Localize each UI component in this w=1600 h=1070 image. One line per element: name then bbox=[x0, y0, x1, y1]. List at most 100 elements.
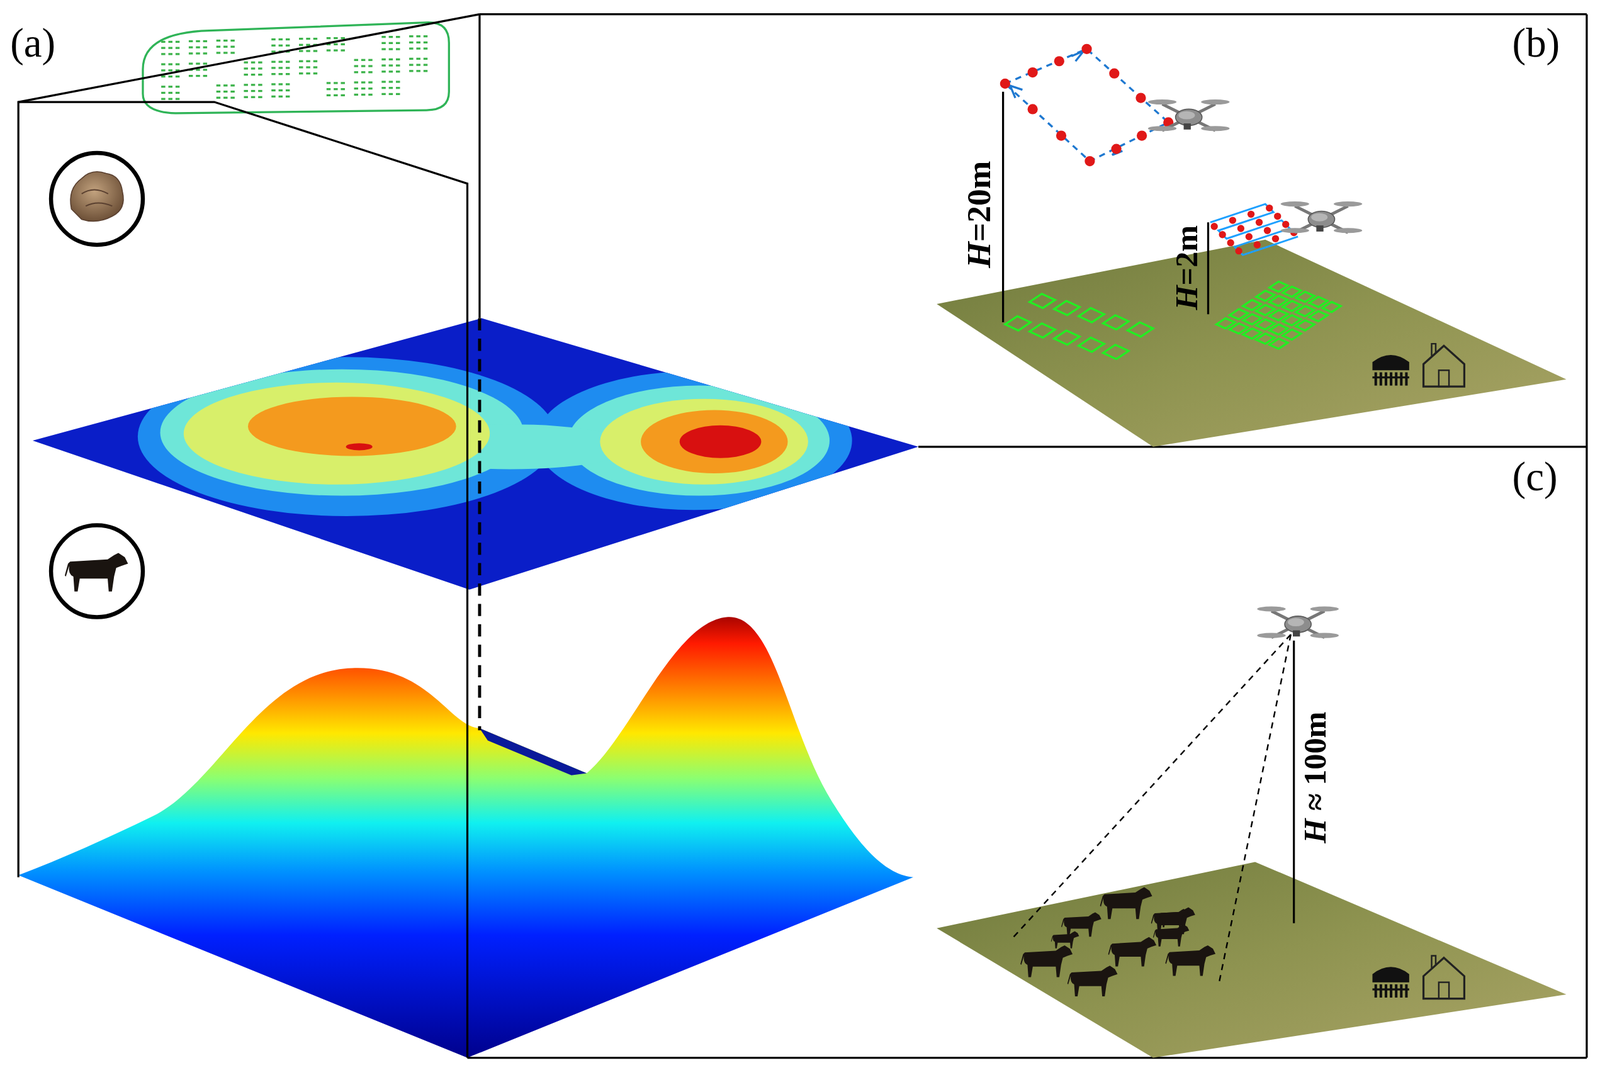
ground-b bbox=[936, 239, 1567, 447]
sample-point bbox=[285, 61, 290, 63]
fence bbox=[1399, 372, 1403, 386]
contour-plane bbox=[137, 356, 853, 517]
quadrat bbox=[1322, 302, 1341, 313]
sample-point bbox=[298, 60, 303, 63]
contour-plane bbox=[247, 396, 457, 456]
sample-point bbox=[361, 81, 366, 84]
fence bbox=[1374, 984, 1378, 998]
sample-point bbox=[175, 47, 180, 50]
sample-point bbox=[416, 63, 420, 66]
sample-point bbox=[313, 37, 318, 40]
sample-point bbox=[271, 44, 276, 47]
sample-point bbox=[305, 37, 310, 40]
waypoint bbox=[1234, 247, 1242, 255]
frame-lines bbox=[18, 101, 468, 1058]
flight-path-high bbox=[1110, 144, 1122, 155]
sample-point bbox=[409, 69, 413, 72]
farm-icons bbox=[1372, 343, 1465, 387]
sample-point bbox=[271, 95, 276, 98]
door bbox=[1438, 982, 1449, 999]
sample-point bbox=[278, 38, 283, 41]
sample-point bbox=[381, 47, 386, 50]
flight-path-high bbox=[1002, 91, 1004, 323]
contour-plane bbox=[679, 425, 762, 459]
sample-point bbox=[340, 81, 345, 84]
quadrat bbox=[1282, 329, 1302, 340]
sample-point bbox=[168, 98, 172, 101]
quadrat bbox=[1078, 337, 1105, 352]
sample-point bbox=[223, 39, 228, 42]
field-outline bbox=[142, 22, 449, 114]
sample-point bbox=[285, 73, 290, 75]
sample-point bbox=[423, 63, 428, 66]
sample-point bbox=[223, 45, 228, 48]
fence bbox=[1394, 984, 1398, 998]
flight-path-high bbox=[1027, 103, 1038, 114]
waypoint bbox=[1273, 212, 1281, 220]
sample-point bbox=[423, 35, 428, 38]
quadrat bbox=[1102, 315, 1129, 330]
sample-point bbox=[258, 96, 262, 99]
waypoint bbox=[1229, 216, 1237, 224]
cow bbox=[1165, 945, 1216, 977]
sample-point bbox=[223, 51, 228, 54]
sample-point bbox=[395, 64, 400, 67]
sample-point bbox=[230, 90, 235, 93]
sample-point bbox=[195, 40, 200, 43]
sample-point bbox=[361, 93, 366, 96]
sample-point bbox=[388, 35, 393, 38]
sample-point bbox=[326, 49, 331, 51]
sample-point bbox=[175, 91, 180, 94]
camera-view bbox=[1292, 640, 1295, 924]
contour-plane bbox=[32, 318, 919, 590]
sample-point bbox=[278, 95, 283, 98]
sample-point bbox=[161, 91, 165, 94]
waypoint bbox=[1247, 210, 1255, 218]
sample-point bbox=[388, 64, 393, 67]
sample-point bbox=[298, 37, 303, 40]
waypoint bbox=[1255, 219, 1263, 226]
sample-point bbox=[326, 37, 331, 40]
sample-point bbox=[388, 47, 393, 50]
sample-point bbox=[340, 94, 345, 97]
cow bbox=[1158, 908, 1189, 928]
camera-view bbox=[1012, 634, 1291, 939]
sample-point bbox=[161, 98, 165, 101]
contour-plane bbox=[160, 369, 524, 496]
sample-point bbox=[175, 62, 180, 65]
cow-icon bbox=[50, 525, 143, 618]
sample-point bbox=[161, 85, 165, 88]
sample-point bbox=[285, 44, 290, 47]
waypoint bbox=[1253, 241, 1261, 248]
sample-point bbox=[168, 62, 172, 65]
sample-point bbox=[340, 37, 345, 40]
sample-point bbox=[416, 41, 420, 44]
sample-point bbox=[278, 89, 283, 92]
waypoint bbox=[1272, 235, 1279, 243]
frame-lines bbox=[18, 14, 1587, 1059]
sample-point bbox=[313, 60, 318, 63]
sample-point bbox=[175, 52, 180, 55]
sample-point bbox=[368, 59, 372, 62]
sample-point bbox=[388, 58, 393, 61]
sample-point bbox=[230, 84, 235, 87]
fence bbox=[1404, 372, 1408, 386]
sample-point bbox=[395, 80, 400, 83]
fence bbox=[1399, 984, 1403, 998]
frame-lines bbox=[478, 14, 481, 319]
door bbox=[1438, 370, 1449, 387]
fence bbox=[1394, 372, 1398, 386]
field-outline bbox=[142, 22, 449, 114]
fence bbox=[1379, 984, 1383, 998]
sample-point bbox=[216, 51, 221, 54]
barn bbox=[1372, 354, 1409, 371]
sample-point bbox=[188, 52, 193, 55]
sample-point bbox=[368, 87, 372, 90]
sample-point bbox=[354, 81, 359, 84]
fence bbox=[1384, 372, 1388, 386]
waypoint bbox=[1218, 230, 1226, 238]
fence bbox=[1389, 372, 1393, 386]
sample-point bbox=[271, 83, 276, 85]
